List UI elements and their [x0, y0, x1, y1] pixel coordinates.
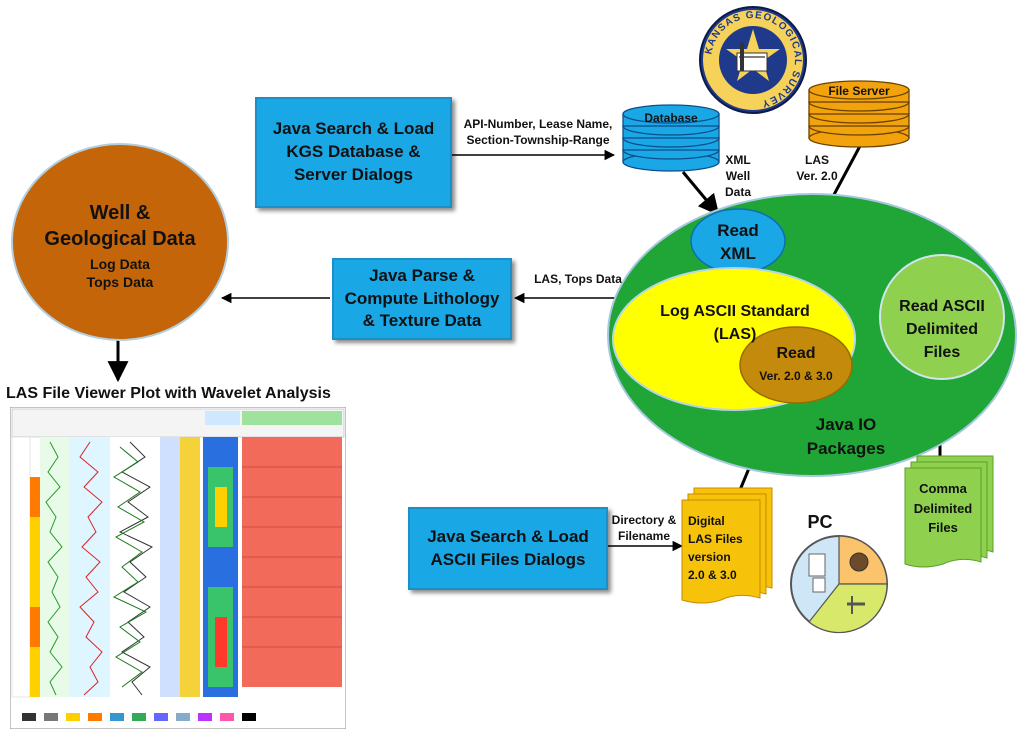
search-load-ascii-box: Java Search & Load ASCII Files Dialogs	[408, 507, 608, 590]
read-ascii-circle	[879, 254, 1005, 380]
search-load-ascii-line1: Java Search & Load	[427, 526, 589, 546]
comma-files-text: Comma Delimited Files	[906, 479, 980, 538]
las-tops-label: LAS, Tops Data	[528, 271, 628, 287]
las-line2: Ver. 2.0	[796, 169, 838, 184]
read-las-line1: Read	[776, 345, 816, 362]
log-data-label: Log Data	[90, 256, 150, 272]
api-line2: Section-Township-Range	[466, 133, 610, 148]
xml-well-data-label: XML Well Data	[718, 152, 758, 201]
well-geo-title-line1: Well &	[89, 202, 151, 224]
las-viewer-plot	[10, 407, 346, 729]
las-standard-text: Log ASCII Standard (LAS)	[640, 300, 830, 346]
search-load-kgs-line1: Java Search & Load	[272, 119, 435, 139]
search-load-kgs-box: Java Search & Load KGS Database & Server…	[255, 97, 452, 208]
well-geo-title: Well & Geological Data	[10, 200, 230, 252]
read-ascii-line2: Delimited	[905, 321, 978, 339]
kgs-seal-logo: KANSAS GEOLOGICAL SURVEY	[699, 6, 807, 114]
database-icon	[622, 104, 720, 172]
las-tops-text: LAS, Tops Data	[534, 272, 622, 286]
java-io-diagram	[607, 193, 1017, 477]
digital-las-text: Digital LAS Files version 2.0 & 3.0	[688, 512, 758, 584]
well-geo-circle-shape	[11, 143, 229, 341]
pc-label: PC	[807, 512, 833, 532]
arrow-db-to-xml	[681, 171, 720, 216]
well-geo-sub: Log Data Tops Data	[10, 255, 230, 291]
dir-line1: Directory &	[611, 513, 677, 527]
read-xml-line2: XML	[720, 243, 756, 263]
parse-compute-line3: & Texture Data	[362, 311, 482, 331]
api-number-label: API-Number, Lease Name, Section-Township…	[458, 116, 618, 148]
java-io-text: Java IO Packages	[790, 413, 902, 461]
digital-line2: LAS Files	[688, 532, 743, 546]
java-io-line2: Packages	[806, 438, 886, 458]
api-line1: API-Number, Lease Name,	[463, 117, 613, 131]
comma-line3: Files	[928, 520, 958, 535]
plot-title: LAS File Viewer Plot with Wavelet Analys…	[6, 385, 331, 402]
search-load-kgs-line2: KGS Database &	[286, 142, 421, 162]
read-ascii-line1: Read ASCII	[899, 298, 985, 315]
directory-filename-label: Directory & Filename	[604, 512, 684, 544]
digital-line4: 2.0 & 3.0	[688, 568, 737, 582]
read-xml-text: Read XML	[691, 220, 785, 266]
read-las-line2: Ver. 2.0 & 3.0	[759, 368, 833, 383]
read-ascii-line3: Files	[923, 344, 961, 362]
xml-line1: XML	[725, 153, 751, 167]
las-line1: LAS	[805, 153, 829, 167]
search-load-ascii-line2: ASCII Files Dialogs	[430, 549, 586, 569]
las-ver-label: LAS Ver. 2.0	[792, 152, 842, 184]
digital-las-files-icon	[681, 487, 773, 604]
digital-line3: version	[688, 550, 731, 564]
read-las-ellipse	[739, 326, 853, 404]
comma-files-icon	[904, 455, 994, 568]
tops-data-label: Tops Data	[86, 274, 154, 291]
parse-compute-line2: Compute Lithology	[344, 288, 500, 308]
parse-compute-line1: Java Parse &	[369, 265, 475, 285]
read-ascii-text: Read ASCII Delimited Files	[882, 295, 1002, 365]
read-las-text: Read Ver. 2.0 & 3.0	[742, 343, 850, 384]
dir-line2: Filename	[617, 529, 671, 544]
digital-line1: Digital	[688, 514, 725, 528]
comma-line1: Comma	[919, 481, 967, 496]
las-standard-line2: (LAS)	[713, 326, 757, 344]
database-label: Database	[644, 111, 698, 125]
search-load-kgs-line3: Server Dialogs	[293, 164, 414, 184]
parse-compute-box: Java Parse & Compute Lithology & Texture…	[332, 258, 512, 340]
java-io-line1: Java IO	[815, 415, 877, 434]
well-geo-title-line2: Geological Data	[44, 228, 196, 250]
xml-line3: Data	[724, 185, 751, 200]
file-server-label: File Server	[828, 84, 890, 98]
comma-line2: Delimited	[913, 500, 973, 516]
read-xml-line1: Read	[717, 221, 759, 240]
xml-line2: Well	[725, 169, 751, 184]
las-standard-line1: Log ASCII Standard	[660, 303, 810, 320]
file-server-icon	[808, 80, 910, 148]
pc-pie-icon	[790, 535, 888, 634]
